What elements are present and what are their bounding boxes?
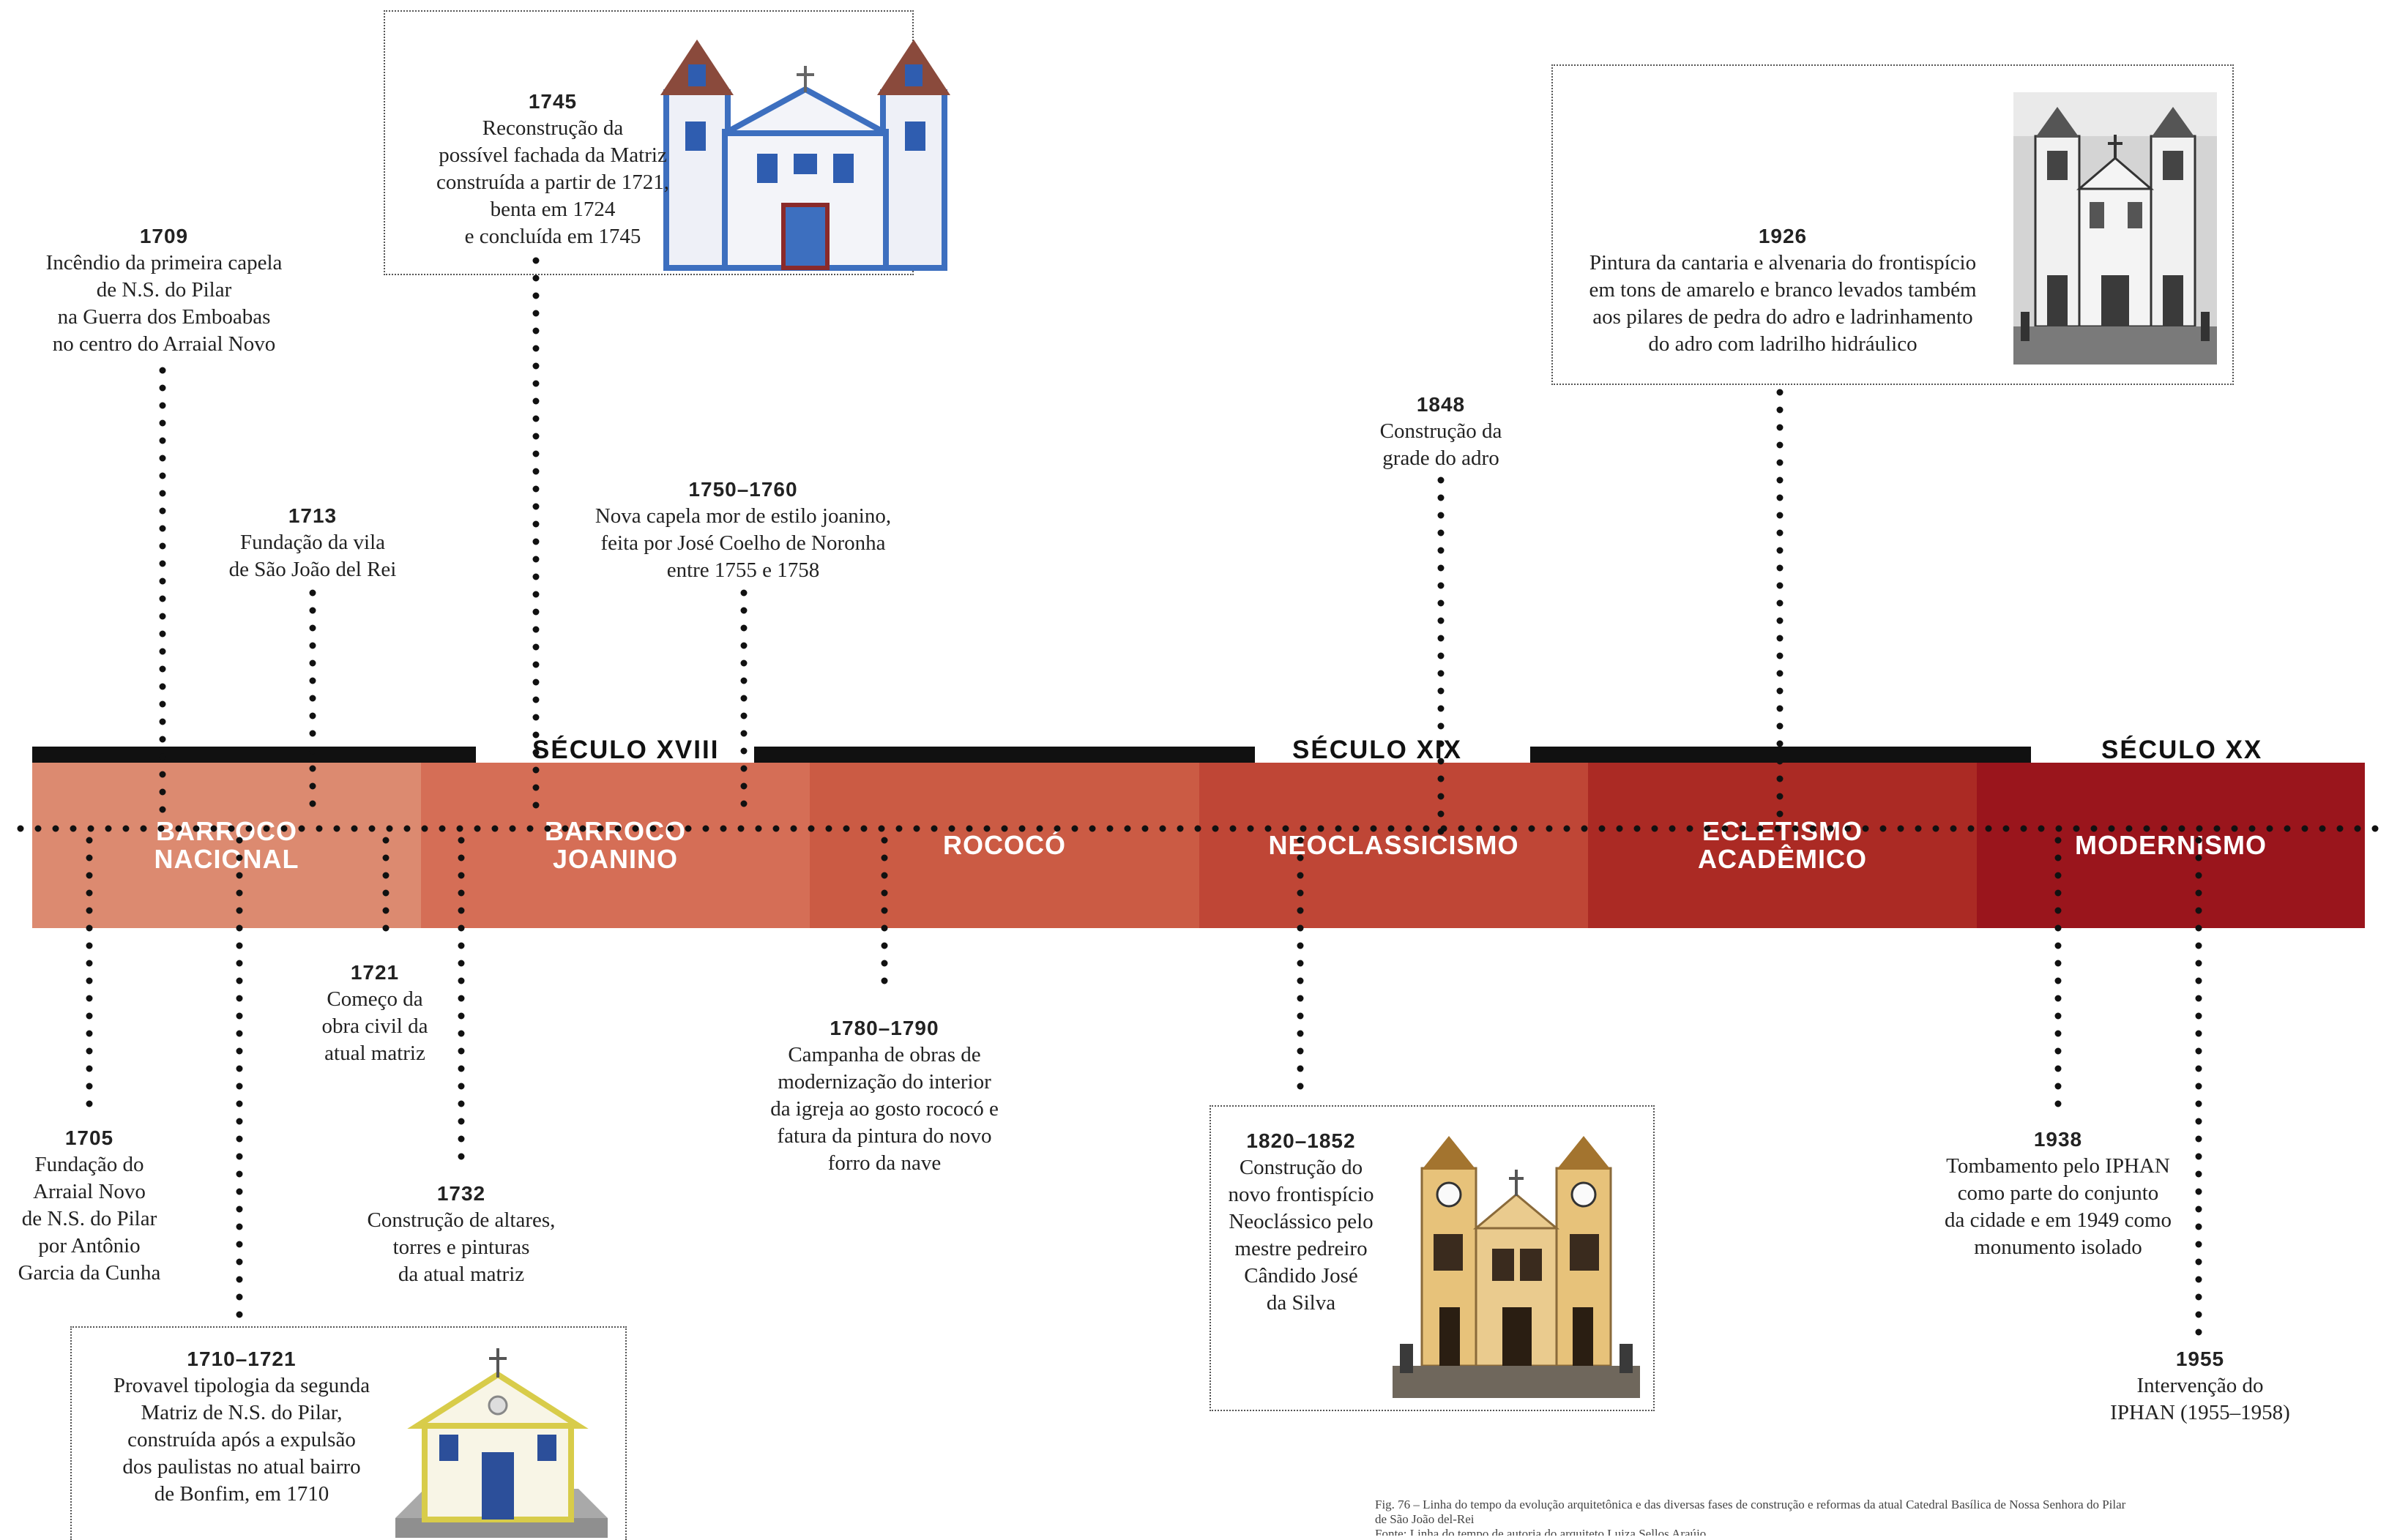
century-bar	[754, 747, 1255, 763]
event-year: 1848	[1416, 393, 1466, 416]
event-text: Começo da obra civil da atual matriz	[321, 987, 428, 1065]
event-text: Fundação da vila de São João del Rei	[228, 531, 397, 581]
event-text: Construção de altares, torres e pinturas…	[367, 1208, 556, 1286]
event-text: Fundação do Arraial Novo de N.S. do Pila…	[18, 1153, 161, 1285]
century-label-xx: SÉCULO XX	[2101, 736, 2263, 764]
event-text: Intervenção do IPHAN (1955–1958)	[2110, 1374, 2290, 1424]
event-year: 1732	[436, 1182, 486, 1205]
church-1710-illustration	[395, 1348, 608, 1538]
event-1780-1790: 1780–1790 Campanha de obras de moderniza…	[734, 1014, 1035, 1177]
event-1926: 1926 Pintura da cantaria e alvenaria do …	[1552, 223, 2013, 358]
event-1750-1760: 1750–1760 Nova capela mor de estilo joan…	[564, 476, 923, 584]
event-text: Incêndio da primeira capela de N.S. do P…	[45, 251, 283, 356]
event-1721: 1721 Começo da obra civil da atual matri…	[287, 959, 463, 1067]
event-year: 1750–1760	[688, 478, 798, 501]
event-year: 1705	[64, 1126, 114, 1149]
event-year: 1938	[2033, 1128, 2083, 1151]
event-year: 1709	[139, 225, 189, 247]
event-1709: 1709 Incêndio da primeira capela de N.S.…	[18, 223, 310, 358]
event-year: 1955	[2175, 1348, 2225, 1370]
church-1745-illustration	[660, 40, 950, 271]
era-barroco-joanino: BARROCO JOANINO	[421, 763, 810, 928]
event-1820-1852: 1820–1852 Construção do novo frontispíci…	[1210, 1127, 1393, 1317]
event-1955: 1955 Intervenção do IPHAN (1955–1958)	[2087, 1345, 2314, 1427]
event-text: Construção da grade do adro	[1379, 419, 1502, 470]
church-1820-photo	[1393, 1124, 1640, 1398]
event-year: 1745	[528, 90, 578, 113]
event-text: Provavel tipologia da segunda Matriz de …	[113, 1374, 370, 1506]
figure-caption: Fig. 76 – Linha do tempo da evolução arq…	[1375, 1498, 2126, 1536]
event-text: Reconstrução da possível fachada da Matr…	[436, 116, 670, 248]
event-1732: 1732 Construção de altares, torres e pin…	[344, 1180, 578, 1288]
event-1938: 1938 Tombamento pelo IPHAN como parte do…	[1915, 1126, 2201, 1261]
century-bar	[1530, 747, 2031, 763]
event-1848: 1848 Construção da grade do adro	[1346, 391, 1536, 472]
event-text: Nova capela mor de estilo joanino, feita…	[595, 504, 892, 582]
event-text: Campanha de obras de modernização do int…	[770, 1043, 999, 1175]
century-bar	[32, 747, 476, 763]
event-year: 1710–1721	[187, 1348, 297, 1370]
era-rococo: ROCOCÓ	[810, 763, 1199, 928]
event-year: 1721	[350, 961, 400, 984]
event-year: 1926	[1758, 225, 1808, 247]
event-1705: 1705 Fundação do Arraial Novo de N.S. do…	[0, 1124, 179, 1287]
era-ecletismo-academico: ECLETISMO ACADÊMICO	[1588, 763, 1977, 928]
event-year: 1713	[288, 504, 338, 527]
event-1745: 1745 Reconstrução da possível fachada da…	[395, 88, 710, 250]
event-text: Construção do novo frontispício Neocláss…	[1228, 1156, 1374, 1315]
event-1710-1721: 1710–1721 Provavel tipologia da segunda …	[88, 1345, 395, 1508]
era-neoclassicismo: NEOCLASSICISMO	[1199, 763, 1588, 928]
event-text: Pintura da cantaria e alvenaria do front…	[1589, 251, 1977, 356]
century-label-xviii: SÉCULO XVIII	[532, 736, 720, 764]
event-text: Tombamento pelo IPHAN como parte do conj…	[1944, 1154, 2172, 1259]
century-label-xix: SÉCULO XIX	[1292, 736, 1462, 764]
church-1926-photo	[2013, 92, 2217, 365]
event-year: 1820–1852	[1246, 1129, 1356, 1152]
era-modernismo: MODERNISMO	[1977, 763, 2365, 928]
event-1713: 1713 Fundação da vila de São João del Re…	[195, 502, 430, 583]
event-year: 1780–1790	[830, 1017, 939, 1039]
